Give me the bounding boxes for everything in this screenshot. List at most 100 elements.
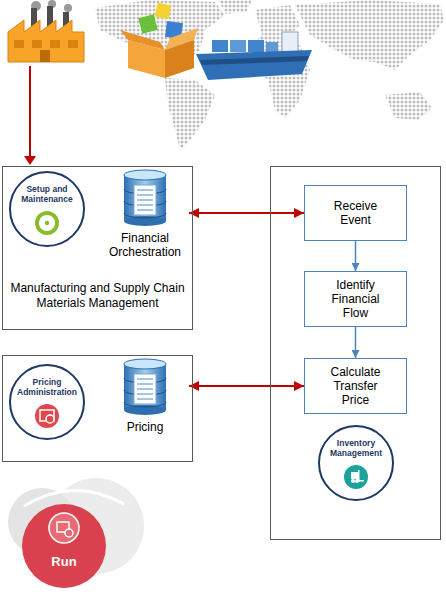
- gear-hole: [45, 221, 49, 225]
- cylinder-top: [124, 170, 166, 180]
- gear-tooth: [40, 216, 54, 230]
- run-badge: Run: [4, 476, 148, 590]
- connector-arrow: [355, 327, 357, 358]
- arrow-head: [24, 156, 36, 165]
- sheet-line: [137, 378, 153, 379]
- group-box: Setup and MaintenanceFinancial Orchestra…: [2, 166, 193, 330]
- cycle-swirl: [24, 490, 124, 506]
- block: [138, 14, 158, 34]
- sheet-line: [137, 393, 153, 394]
- world-map: [95, 0, 444, 150]
- run-circle: [22, 504, 106, 588]
- icon-disc: [35, 211, 59, 235]
- connector-arrow: [355, 241, 357, 271]
- window: [68, 40, 78, 48]
- connector-arrow: [189, 385, 304, 387]
- node-label: Setup and Maintenance: [15, 184, 79, 204]
- node-shape: [9, 171, 85, 247]
- container: [212, 40, 228, 52]
- sheet-line: [137, 383, 153, 384]
- process-box: Calculate Transfer Price: [304, 358, 407, 414]
- sheet-line: [137, 204, 153, 205]
- sheet: [134, 185, 156, 215]
- sheet-line: [137, 398, 153, 399]
- factory-icon: [8, 0, 84, 62]
- continent: [385, 92, 432, 120]
- node-shape: [101, 358, 189, 448]
- circle-outline: [319, 426, 393, 500]
- ship-icon: [196, 32, 312, 80]
- cylinder-body: [124, 175, 166, 221]
- wheel: [351, 479, 355, 483]
- continent: [165, 78, 215, 150]
- app-icon: [35, 211, 59, 235]
- arrow-shaft: [29, 66, 31, 157]
- smoke: [64, 4, 72, 12]
- database-icon: [124, 170, 166, 226]
- node-label: Inventory Management: [324, 438, 388, 458]
- sheet-line: [137, 199, 153, 200]
- app-icon: [344, 465, 368, 489]
- process-box: Identify Financial Flow: [304, 271, 407, 327]
- node-shape: [4, 476, 148, 590]
- icon-disc: [35, 404, 59, 428]
- sheet-line: [137, 189, 153, 190]
- box-front: [128, 40, 165, 78]
- database-node: Financial Orchestration: [101, 169, 189, 267]
- container: [230, 40, 246, 52]
- circle-outline: [10, 365, 84, 439]
- container: [248, 40, 264, 52]
- icon-disc: [344, 465, 368, 489]
- wheel: [355, 479, 359, 483]
- node-label: Financial Orchestration: [101, 231, 189, 259]
- database-node: Pricing: [101, 358, 189, 448]
- forklift-fork: [359, 480, 364, 482]
- forklift-body: [351, 472, 358, 479]
- node-shape: [318, 425, 394, 501]
- circle-outline: [10, 172, 84, 246]
- window: [14, 40, 24, 48]
- node-label: Pricing: [101, 420, 189, 434]
- hull-stripe: [200, 56, 309, 65]
- window: [50, 40, 60, 48]
- app-circle: Setup and Maintenance: [9, 171, 85, 247]
- box-icon: [120, 3, 198, 78]
- node-label: Calculate Transfer Price: [319, 365, 392, 407]
- window: [32, 40, 42, 48]
- group-box: Receive EventIdentify Financial FlowCalc…: [270, 166, 441, 540]
- group-title: Manufacturing and Supply Chain Materials…: [7, 281, 188, 311]
- node-label: Identify Financial Flow: [319, 278, 392, 320]
- cylinder-top: [124, 359, 166, 369]
- sheet: [134, 374, 156, 404]
- database-icon: [124, 359, 166, 415]
- node-label: Run: [39, 554, 89, 569]
- app-icon: [35, 404, 59, 428]
- factory-building: [8, 20, 84, 62]
- block: [155, 3, 172, 20]
- node-shape: [9, 364, 85, 440]
- gear-tooth: [42, 215, 51, 231]
- connector-arrow: [189, 212, 304, 214]
- node-label: Receive Event: [319, 199, 392, 227]
- price-dial: [46, 415, 54, 423]
- gear-tooth: [40, 216, 54, 230]
- ship-bridge: [282, 32, 298, 52]
- ship-hull: [196, 50, 312, 80]
- gear-body: [42, 218, 53, 229]
- box-side: [165, 40, 194, 78]
- continent: [295, 0, 444, 70]
- container: [266, 42, 278, 52]
- sheet-line: [137, 209, 153, 210]
- process-box: Receive Event: [304, 185, 407, 241]
- sheet-line: [137, 388, 153, 389]
- run-icon-dial: [65, 529, 73, 537]
- app-circle: Inventory Management: [318, 425, 394, 501]
- app-circle: Pricing Administration: [9, 364, 85, 440]
- gear-tooth: [39, 218, 55, 227]
- sheet-line: [137, 194, 153, 195]
- gear-tooth: [42, 215, 51, 231]
- group-box: Pricing AdministrationPricing: [2, 355, 193, 462]
- door: [40, 50, 50, 62]
- cylinder-body: [124, 364, 166, 410]
